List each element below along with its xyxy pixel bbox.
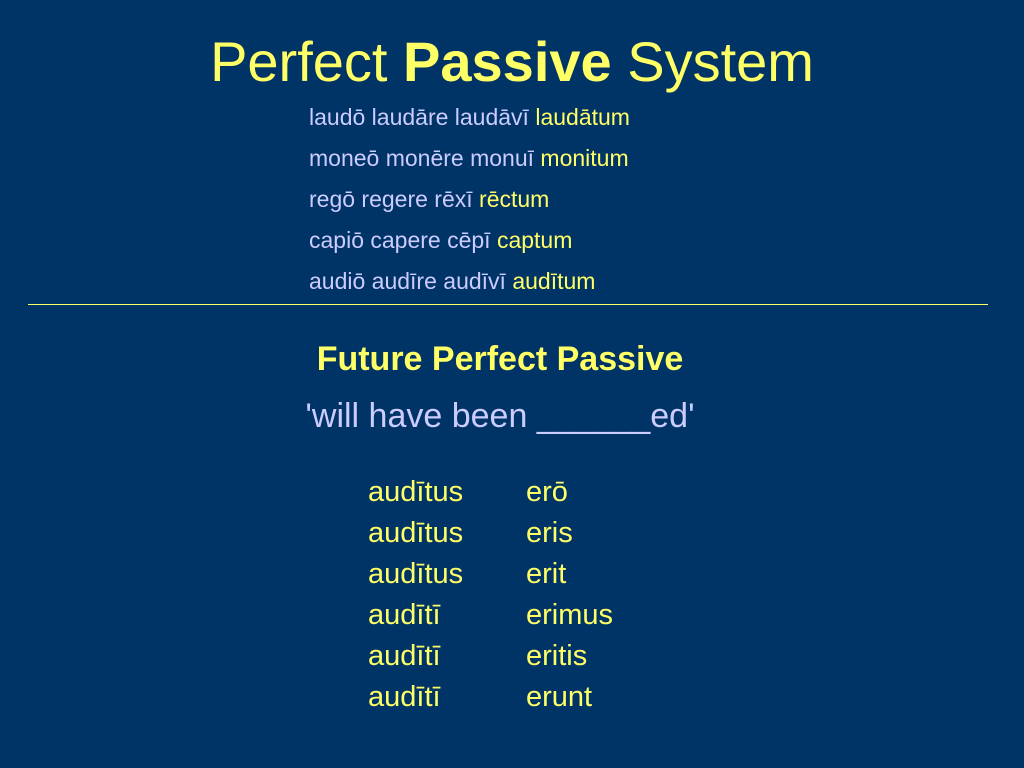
title-part-3: System bbox=[611, 30, 814, 93]
conjugation-ending: eritis bbox=[526, 640, 588, 672]
conjugation-row: audītī eritis bbox=[368, 636, 688, 677]
principal-parts-supine: captum bbox=[496, 227, 573, 253]
section-meaning: 'will have been ______ed' bbox=[305, 397, 695, 435]
principal-parts-supine: laudātum bbox=[535, 104, 630, 130]
principal-parts-row: regō regere rēxī rēctum bbox=[309, 183, 909, 224]
conjugation-participle: audītī bbox=[368, 640, 441, 672]
conjugation-ending: erunt bbox=[526, 681, 593, 713]
principal-parts-supine: monitum bbox=[540, 145, 629, 171]
conjugation-ending: erimus bbox=[526, 599, 614, 631]
principal-parts-row: moneō monēre monuī monitum bbox=[309, 142, 909, 183]
principal-parts-forms: audiō audīre audīvī bbox=[309, 268, 513, 294]
principal-parts-row: audiō audīre audīvī audītum bbox=[309, 265, 909, 306]
conjugation-participle: audītī bbox=[368, 599, 441, 631]
conjugation-participle: audītus bbox=[368, 558, 464, 590]
conjugation-ending: erō bbox=[526, 476, 568, 508]
principal-parts-forms: capiō capere cēpī bbox=[309, 227, 497, 253]
principal-parts-list: laudō laudāre laudāvī laudātum moneō mon… bbox=[309, 101, 909, 306]
principal-parts-forms: laudō laudāre laudāvī bbox=[309, 104, 536, 130]
conjugation-row: audītī erimus bbox=[368, 595, 688, 636]
divider-line bbox=[28, 304, 988, 305]
principal-parts-supine: audītum bbox=[512, 268, 596, 294]
conjugation-participle: audītus bbox=[368, 517, 464, 549]
title-part-2: Passive bbox=[403, 30, 612, 93]
conjugation-participle: audītī bbox=[368, 681, 441, 713]
section-heading: Future Perfect Passive bbox=[316, 340, 684, 378]
conjugation-row: audītī erunt bbox=[368, 677, 688, 718]
conjugation-participle: audītus bbox=[368, 476, 464, 508]
conjugation-table: audītus erō audītus eris audītus erit audīt… bbox=[368, 472, 688, 718]
principal-parts-supine: rēctum bbox=[479, 186, 550, 212]
conjugation-row: audītus eris bbox=[368, 513, 688, 554]
conjugation-row: audītus erit bbox=[368, 554, 688, 595]
title-part-1: Perfect bbox=[210, 30, 404, 93]
conjugation-ending: erit bbox=[526, 558, 567, 590]
principal-parts-row: capiō capere cēpī captum bbox=[309, 224, 909, 265]
slide-title: Perfect Passive System bbox=[0, 28, 1024, 96]
principal-parts-forms: moneō monēre monuī bbox=[309, 145, 541, 171]
principal-parts-row: laudō laudāre laudāvī laudātum bbox=[309, 101, 909, 142]
conjugation-row: audītus erō bbox=[368, 472, 688, 513]
conjugation-ending: eris bbox=[526, 517, 573, 549]
principal-parts-forms: regō regere rēxī bbox=[309, 186, 480, 212]
